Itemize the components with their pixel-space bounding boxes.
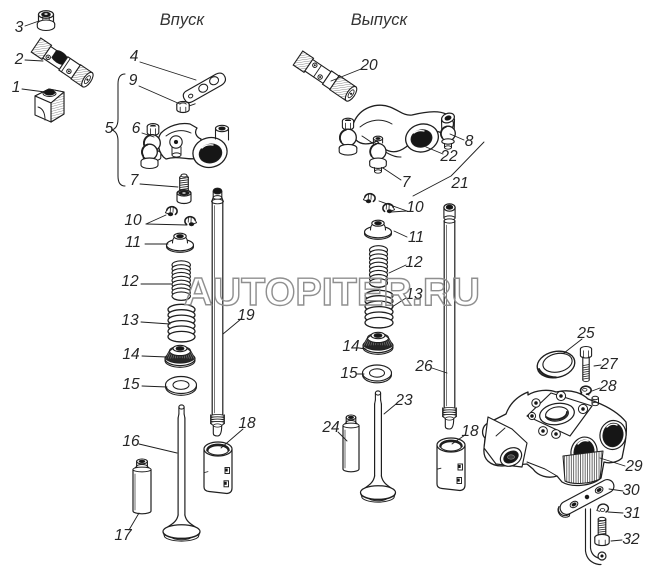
svg-text:14: 14 (122, 346, 140, 363)
svg-text:Впуск: Впуск (160, 11, 206, 29)
svg-text:4: 4 (130, 48, 139, 65)
svg-text:13: 13 (121, 312, 139, 329)
svg-text:11: 11 (408, 229, 424, 246)
svg-text:8: 8 (465, 133, 474, 150)
svg-text:6: 6 (132, 120, 141, 137)
svg-text:29: 29 (624, 458, 643, 475)
svg-text:1: 1 (12, 79, 21, 96)
svg-text:30: 30 (622, 482, 640, 499)
svg-text:18: 18 (461, 423, 479, 440)
svg-text:18: 18 (238, 415, 256, 432)
svg-text:3: 3 (15, 19, 24, 36)
svg-text:12: 12 (405, 254, 423, 271)
svg-text:15: 15 (340, 365, 358, 382)
svg-text:Выпуск: Выпуск (351, 11, 409, 29)
svg-text:28: 28 (598, 378, 617, 395)
svg-text:16: 16 (122, 433, 140, 450)
svg-text:27: 27 (599, 356, 619, 373)
svg-text:10: 10 (406, 199, 424, 216)
svg-text:12: 12 (121, 273, 139, 290)
svg-text:11: 11 (125, 234, 141, 251)
svg-text:31: 31 (623, 505, 640, 522)
svg-text:22: 22 (439, 148, 458, 165)
svg-text:15: 15 (122, 376, 140, 393)
svg-text:7: 7 (402, 174, 412, 191)
svg-text:17: 17 (114, 527, 133, 544)
svg-text:32: 32 (622, 531, 640, 548)
svg-text:2: 2 (14, 51, 24, 68)
svg-text:10: 10 (124, 212, 142, 229)
svg-text:14: 14 (342, 338, 360, 355)
svg-text:5: 5 (105, 120, 114, 137)
svg-text:21: 21 (450, 175, 468, 192)
svg-text:23: 23 (394, 392, 413, 409)
svg-text:25: 25 (576, 325, 595, 342)
svg-text:9: 9 (129, 72, 138, 89)
svg-text:13: 13 (405, 286, 423, 303)
svg-text:19: 19 (237, 307, 255, 324)
svg-text:20: 20 (359, 57, 378, 74)
svg-text:7: 7 (130, 172, 140, 189)
svg-text:26: 26 (414, 358, 433, 375)
svg-text:AUTOPITER.RU: AUTOPITER.RU (184, 271, 480, 314)
svg-text:24: 24 (321, 419, 340, 436)
